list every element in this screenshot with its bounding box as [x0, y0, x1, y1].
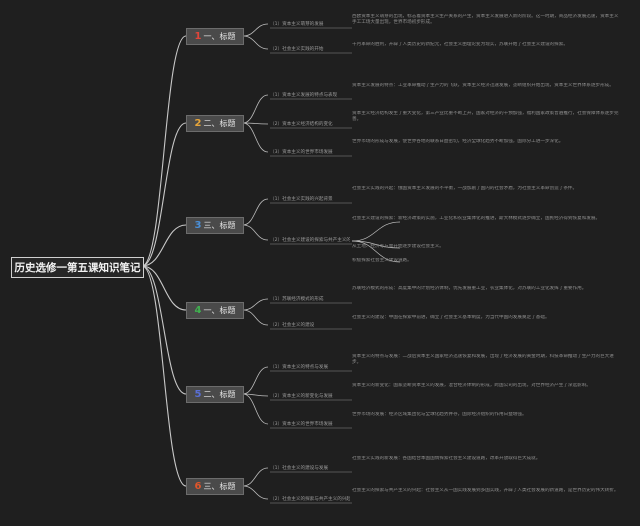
subtopic-label[interactable]: （3）资本主义的世界市场发展: [270, 422, 333, 427]
note-text: 从土地、经济等方面开始逐步建设社会主义。: [352, 244, 444, 249]
section-number: 1: [194, 31, 202, 42]
section-to-subtopic-connector: [242, 23, 269, 37]
section-node-3[interactable]: 3 三、标题: [186, 217, 244, 234]
section-to-subtopic-connector: [242, 467, 269, 487]
section-node-5[interactable]: 5 二、标题: [186, 386, 244, 403]
section-node-4[interactable]: 4 一、标题: [186, 302, 244, 319]
subtopic-label[interactable]: （2）社会主义实践的开始: [270, 47, 324, 52]
section-to-subtopic-connector: [242, 485, 269, 500]
root-to-section-connector: [141, 122, 187, 267]
root-to-section-connector: [141, 224, 187, 267]
section-number: 3: [194, 220, 202, 231]
note-text: 西欧资本主义萌芽的出现，标志着资本主义生产关系的产生，资本主义发展进入新的阶段。…: [352, 14, 619, 26]
note-text: 资本主义的新变化：国家垄断资本主义的发展，混合经济体制的形成，跨国公司的出现，对…: [352, 383, 591, 388]
section-label: 一、标题: [203, 306, 236, 315]
note-text: 世界市场的形成与发展，使世界各地的联系日益密切，经济全球化趋势不断加强，国际分工…: [352, 139, 564, 144]
note-text: 世界市场的发展：经济区域集团化与全球化趋势并存，国际经济组织的作用日益增强。: [352, 412, 527, 417]
root-title: 历史选修一第五课知识笔记: [14, 262, 141, 274]
note-text: 社会主义实践的新发展：各国结合本国国情探索社会主义建设道路，改革开放取得巨大成就…: [352, 456, 541, 461]
subtopic-label[interactable]: （1）资本主义发展的特点与表现: [270, 93, 338, 98]
root-to-section-connector: [141, 265, 187, 395]
subtopic-label[interactable]: （2）社会主义的探索与共产主义的兴起: [270, 497, 350, 502]
note-text: 社会主义的探索与共产主义的兴起：社会主义从一国实践发展到多国实践，开辟了人类社会…: [352, 488, 619, 493]
subtopic-label[interactable]: （1）社会主义实践的兴起背景: [270, 197, 333, 202]
section-number: 5: [194, 389, 202, 400]
subtopic-label[interactable]: （2）社会主义的建设: [270, 323, 315, 328]
section-to-subtopic-connector: [242, 309, 269, 326]
section-node-6[interactable]: 6 三、标题: [186, 478, 244, 495]
subtopic-to-note-connector: [351, 221, 401, 242]
note-text: 十月革命的胜利，开辟了人类历史的新纪元，社会主义由理论变为现实，苏联开始了社会主…: [352, 42, 568, 47]
section-number: 6: [194, 481, 202, 492]
subtopic-label[interactable]: （1）资本主义萌芽的发展: [270, 22, 324, 27]
section-node-1[interactable]: 1 一、标题: [186, 28, 244, 45]
section-label: 三、标题: [203, 482, 236, 491]
subtopic-label[interactable]: （2）资本主义的新变化与发展: [270, 394, 333, 399]
note-text: 社会主义建设的探索：新经济政策的实施，工业化和农业集体化的推进，斯大林模式逐步确…: [352, 216, 601, 221]
section-to-subtopic-connector: [242, 366, 269, 395]
root-to-section-connector: [141, 265, 187, 487]
section-label: 二、标题: [203, 390, 236, 399]
section-to-subtopic-connector: [242, 393, 269, 425]
section-to-subtopic-connector: [242, 35, 269, 50]
subtopic-label[interactable]: （1）社会主义的建设与发展: [270, 466, 329, 471]
section-to-subtopic-connector: [242, 94, 269, 124]
subtopic-label[interactable]: （1）资本主义的特点与发展: [270, 365, 329, 370]
section-number: 2: [194, 118, 202, 129]
note-text: 资本主义经济结构发生了重大变化，第三产业比重不断上升，国家对经济的干预加强，福利…: [352, 111, 619, 123]
note-text: 积极探索社会主义建设道路。: [352, 258, 412, 263]
subtopic-label[interactable]: （2）资本主义经济结构的变化: [270, 122, 333, 127]
section-label: 二、标题: [203, 119, 236, 128]
subtopic-to-note-connector: [351, 240, 401, 263]
note-text: 苏联经济模式的形成：高度集中的计划经济体制，优先发展重工业，农业集体化，对苏联的…: [352, 286, 587, 291]
note-text: 资本主义发展的特点：工业革命推动了生产力的飞跃，资本主义经济迅速发展，垄断组织开…: [352, 83, 614, 88]
section-label: 一、标题: [203, 32, 236, 41]
section-to-subtopic-connector: [242, 122, 269, 153]
section-label: 三、标题: [203, 221, 236, 230]
section-to-subtopic-connector: [242, 393, 269, 397]
root-to-section-connector: [141, 265, 187, 311]
section-node-2[interactable]: 2 二、标题: [186, 115, 244, 132]
section-to-subtopic-connector: [242, 122, 269, 125]
section-to-subtopic-connector: [242, 298, 269, 311]
subtopic-label[interactable]: （3）资本主义的世界市场发展: [270, 150, 333, 155]
note-text: 社会主义实践的兴起：俄国资本主义发展的不平衡，一战加剧了国内的社会矛盾，为社会主…: [352, 186, 578, 191]
section-to-subtopic-connector: [242, 198, 269, 226]
mindmap-root[interactable]: 历史选修一第五课知识笔记: [11, 257, 144, 278]
subtopic-label[interactable]: （1）苏联经济模式的形成: [270, 297, 324, 302]
note-text: 资本主义的特点与发展：二战后资本主义国家经济迅速恢复和发展，出现了经济发展的黄金…: [352, 354, 614, 366]
root-to-section-connector: [141, 35, 187, 267]
note-text: 社会主义的建设：中国在探索中前进，确立了社会主义基本制度，为当代中国的发展奠定了…: [352, 315, 550, 320]
section-to-subtopic-connector: [242, 224, 269, 241]
section-number: 4: [194, 305, 202, 316]
subtopic-label[interactable]: （2）社会主义建设的探索与共产主义的兴起: [270, 238, 350, 243]
